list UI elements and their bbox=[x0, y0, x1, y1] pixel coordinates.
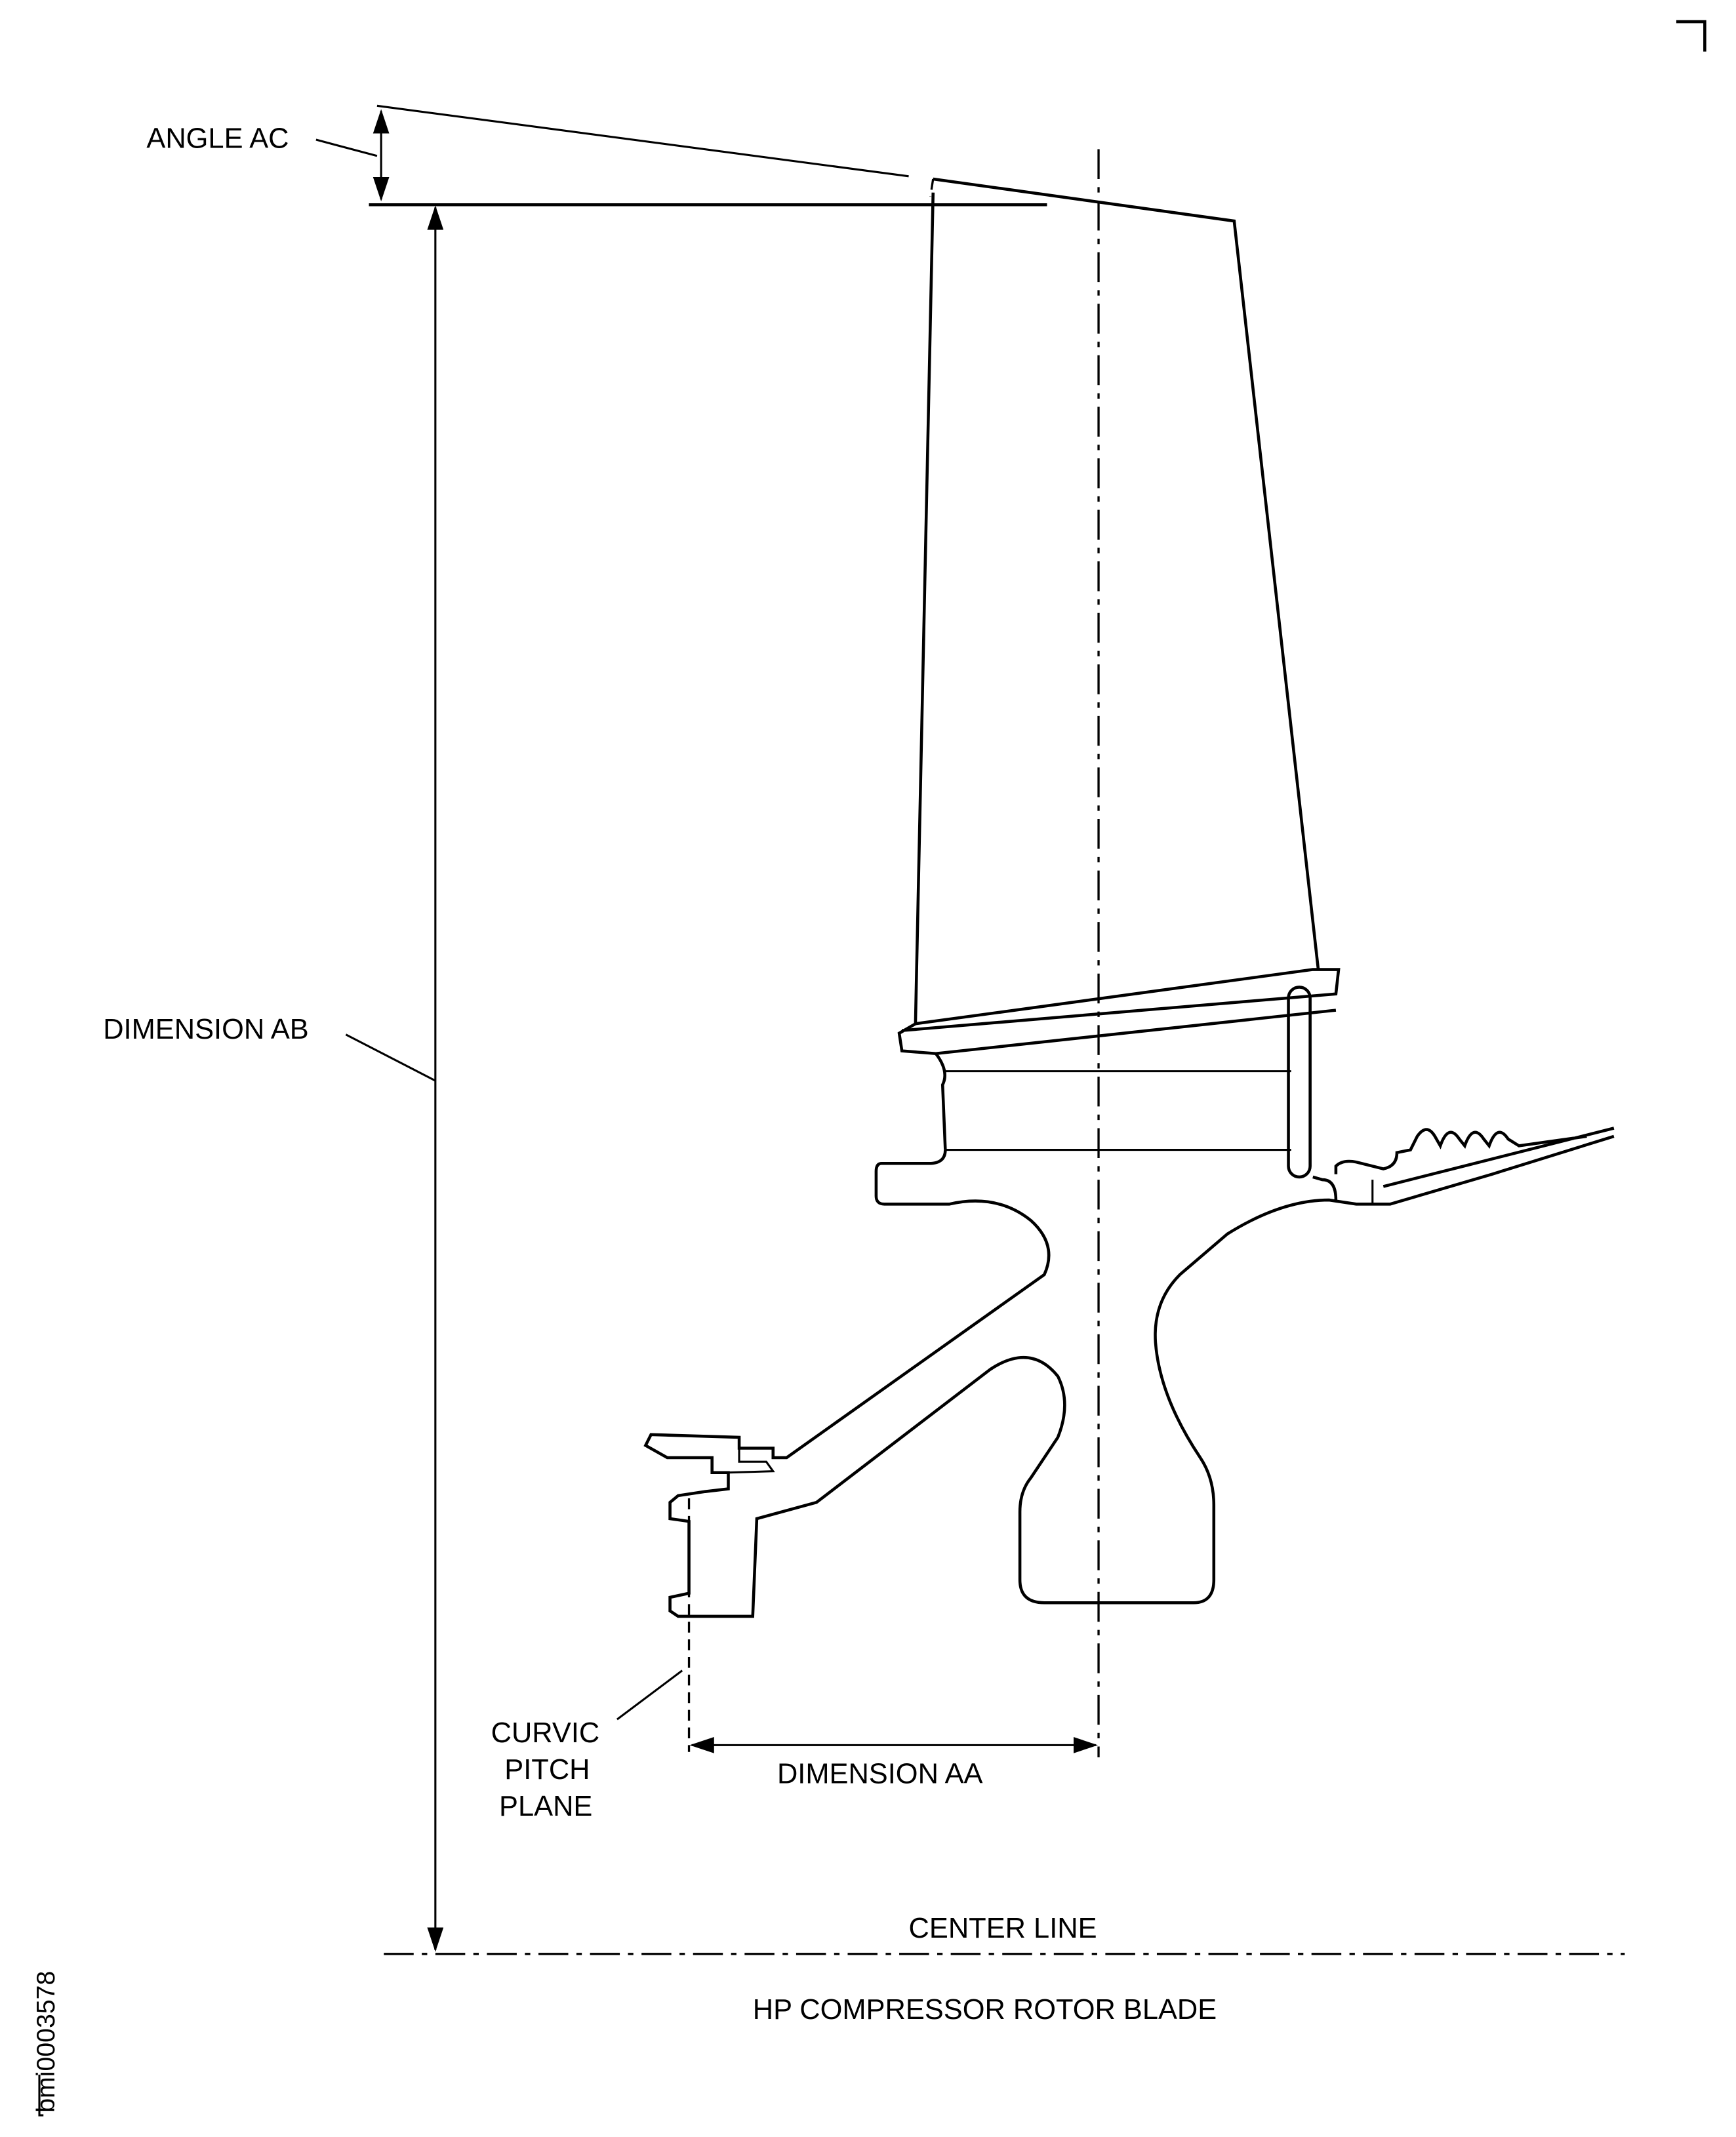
curvic-leader bbox=[616, 1669, 683, 1721]
curvic-label-line2: PITCH bbox=[504, 1754, 590, 1786]
figure-id-text: bmi0003578 bbox=[31, 1971, 60, 2113]
angle-ac-leader bbox=[315, 138, 378, 157]
blade-shank bbox=[935, 986, 1312, 1179]
corner-mark bbox=[1676, 20, 1706, 52]
rotor-disk bbox=[643, 1127, 1615, 1618]
blade-platform bbox=[897, 968, 1341, 1056]
figure-id: bmi0003578 bbox=[31, 1971, 60, 2117]
angle-reference-line bbox=[376, 104, 909, 178]
dimension-ab-label: DIMENSION AB bbox=[103, 1014, 309, 1045]
blade-airfoil bbox=[914, 177, 1320, 1024]
curvic-flange-detail bbox=[728, 1448, 775, 1474]
curvic-label-line3: PLANE bbox=[499, 1791, 592, 1822]
curvic-label-line1: CURVIC bbox=[491, 1717, 600, 1749]
angle-ac-label: ANGLE AC bbox=[146, 123, 289, 154]
figure-title: HP COMPRESSOR ROTOR BLADE bbox=[753, 1994, 1217, 2026]
dimension-aa-label: DIMENSION AA bbox=[777, 1758, 983, 1789]
center-line-label: CENTER LINE bbox=[909, 1913, 1097, 1944]
dimension-ab-leader bbox=[345, 1033, 436, 1082]
